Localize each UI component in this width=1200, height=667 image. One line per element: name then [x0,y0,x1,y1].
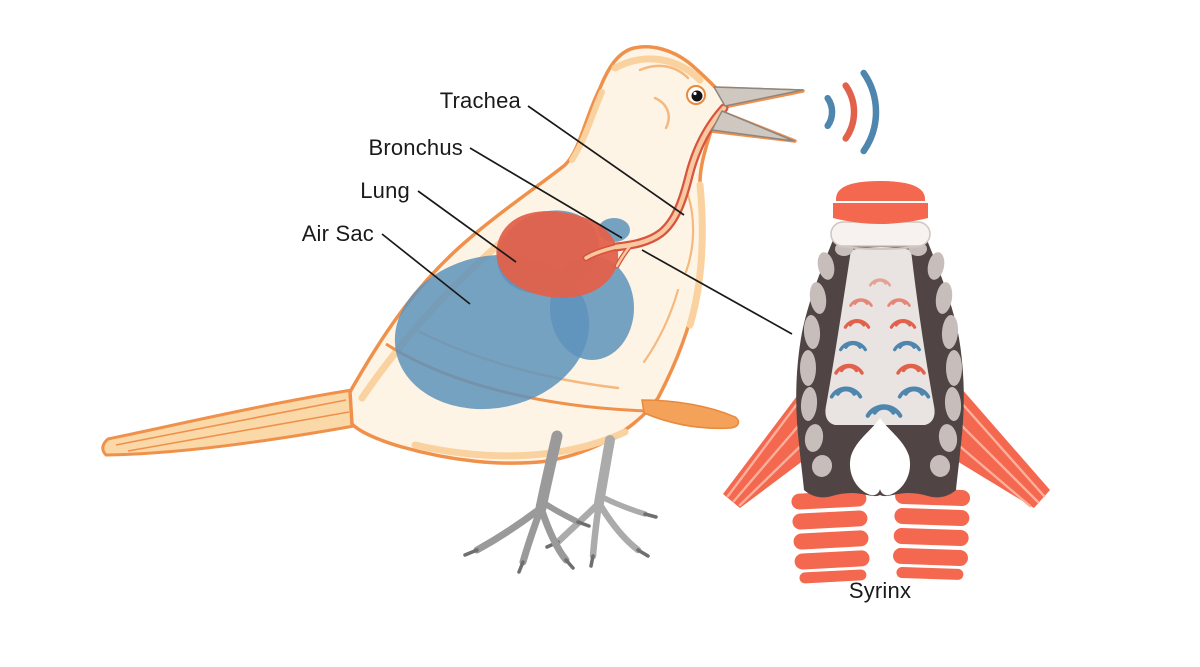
lower-beak [711,110,795,142]
bird-legs [463,430,658,574]
back-leg [545,435,658,568]
bronchus-leader-line [469,147,623,239]
tail-feathers [101,388,356,457]
syrinx-illustration [723,181,1050,584]
label-trachea: Trachea [439,88,521,113]
front-leg [463,430,591,574]
leader-lines [381,105,793,335]
beak-sound-waves [824,69,880,155]
bronchi-rings [791,487,971,584]
label-air-sac: Air Sac [301,221,374,246]
label-bronchus: Bronchus [368,135,463,160]
interbronchial-gap [849,418,911,496]
bird-illustration [101,45,805,574]
label-lung: Lung [360,178,410,203]
wing-tip [641,399,740,430]
trachea-rings-top [830,181,931,250]
head [686,85,804,142]
trachea-leader-line [527,105,685,216]
air-sac-leader-line [381,233,471,305]
cartilage-nodules [800,242,962,477]
syrinx-zoom-line [641,249,793,335]
upper-beak [713,86,804,107]
syrinx-muscles [723,380,1050,508]
lung-shape [496,211,619,298]
syrinx-interior [825,247,935,425]
lung-leader-line [417,190,517,263]
trachea-tube [582,103,729,269]
label-syrinx: Syrinx [848,578,912,603]
eye [691,90,703,102]
